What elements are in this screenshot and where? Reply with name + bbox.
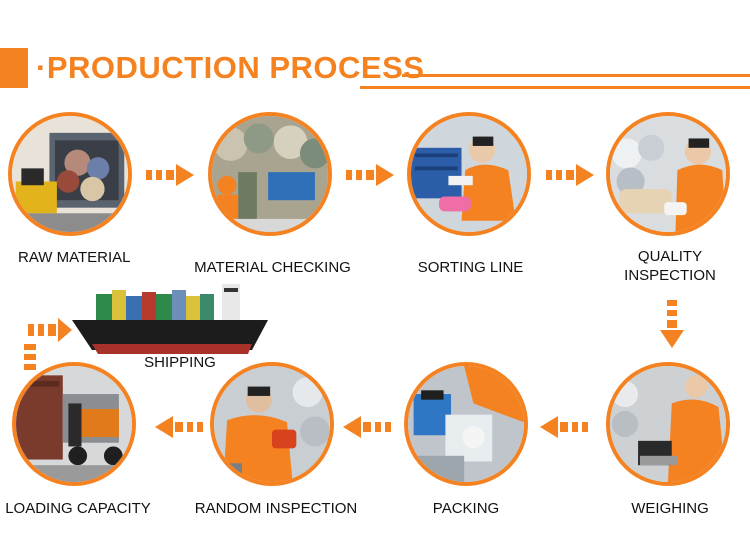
step-image-random-inspection bbox=[210, 362, 334, 486]
title-underline-top bbox=[402, 74, 750, 77]
title-accent-block bbox=[0, 48, 28, 88]
step-label-sorting-line: SORTING LINE bbox=[417, 259, 524, 276]
step-label-random-inspection: RANDOM INSPECTION bbox=[194, 500, 358, 517]
arrow-left-icon bbox=[155, 416, 203, 438]
step-label-raw-material: RAW MATERIAL bbox=[18, 249, 131, 266]
title-underline-bottom bbox=[360, 86, 750, 89]
step-image-weighing bbox=[606, 362, 730, 486]
arrow-right-icon bbox=[146, 164, 194, 186]
step-label-weighing: WEIGHING bbox=[631, 500, 709, 517]
step-image-material-checking bbox=[208, 112, 332, 236]
step-image-sorting-line bbox=[407, 112, 531, 236]
step-image-loading-capacity bbox=[12, 362, 136, 486]
step-label-quality-line1: QUALITY bbox=[637, 248, 703, 265]
arrow-right-icon bbox=[346, 164, 394, 186]
step-image-quality-inspection bbox=[606, 112, 730, 236]
step-label-material-checking: MATERIAL CHECKING bbox=[194, 259, 351, 276]
step-image-raw-material bbox=[8, 112, 132, 236]
step-label-quality-line2: INSPECTION bbox=[624, 267, 716, 284]
arrow-left-icon bbox=[540, 416, 588, 438]
arrow-right-icon bbox=[546, 164, 594, 186]
arrow-up-right-icon bbox=[24, 318, 72, 370]
arrow-down-icon bbox=[660, 300, 684, 348]
step-image-packing bbox=[404, 362, 528, 486]
ship-image bbox=[72, 284, 268, 354]
step-label-packing: PACKING bbox=[432, 500, 500, 517]
arrow-left-icon bbox=[343, 416, 391, 438]
page-title: ·PRODUCTION PROCESS bbox=[36, 50, 425, 85]
step-label-loading-capacity: LOADING CAPACITY bbox=[5, 500, 151, 517]
step-label-shipping: SHIPPING bbox=[144, 354, 216, 371]
